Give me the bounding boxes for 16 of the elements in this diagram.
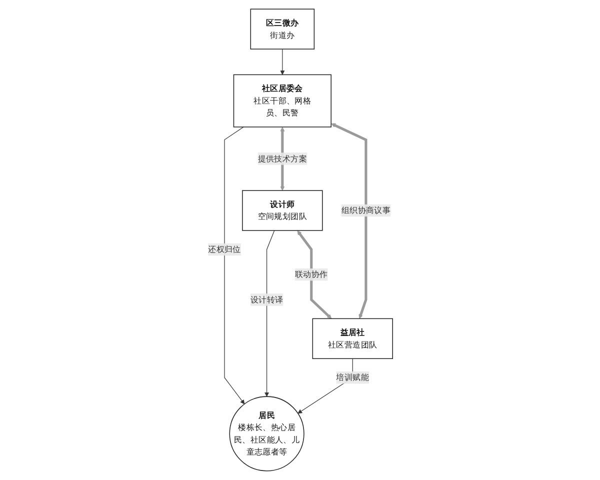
arrow [296, 230, 332, 319]
node-circle: 居民 楼栋长、热心居民、社区能人、儿童志愿者等 [228, 396, 304, 472]
edge-label: 培训赋能 [336, 372, 369, 382]
arrow [224, 126, 244, 404]
edge-label: 联动协作 [294, 269, 328, 280]
edge-label: 还权归位 [208, 244, 241, 254]
edge-label: 提供技术方案 [257, 154, 307, 164]
arrow [264, 230, 274, 397]
arrow [280, 48, 284, 75]
arrow [330, 123, 367, 319]
node-box: 区三微办 街道办 [250, 8, 314, 50]
node-box: 益居社 社区营造团队 [312, 318, 393, 360]
node-box: 社区居委会 社区干部、网格员、民警 [232, 74, 332, 128]
node-box: 设计师 空间规划团队 [242, 190, 322, 231]
edge-label: 组织协商议事 [340, 205, 390, 216]
edge-label: 设计转译 [250, 294, 283, 304]
